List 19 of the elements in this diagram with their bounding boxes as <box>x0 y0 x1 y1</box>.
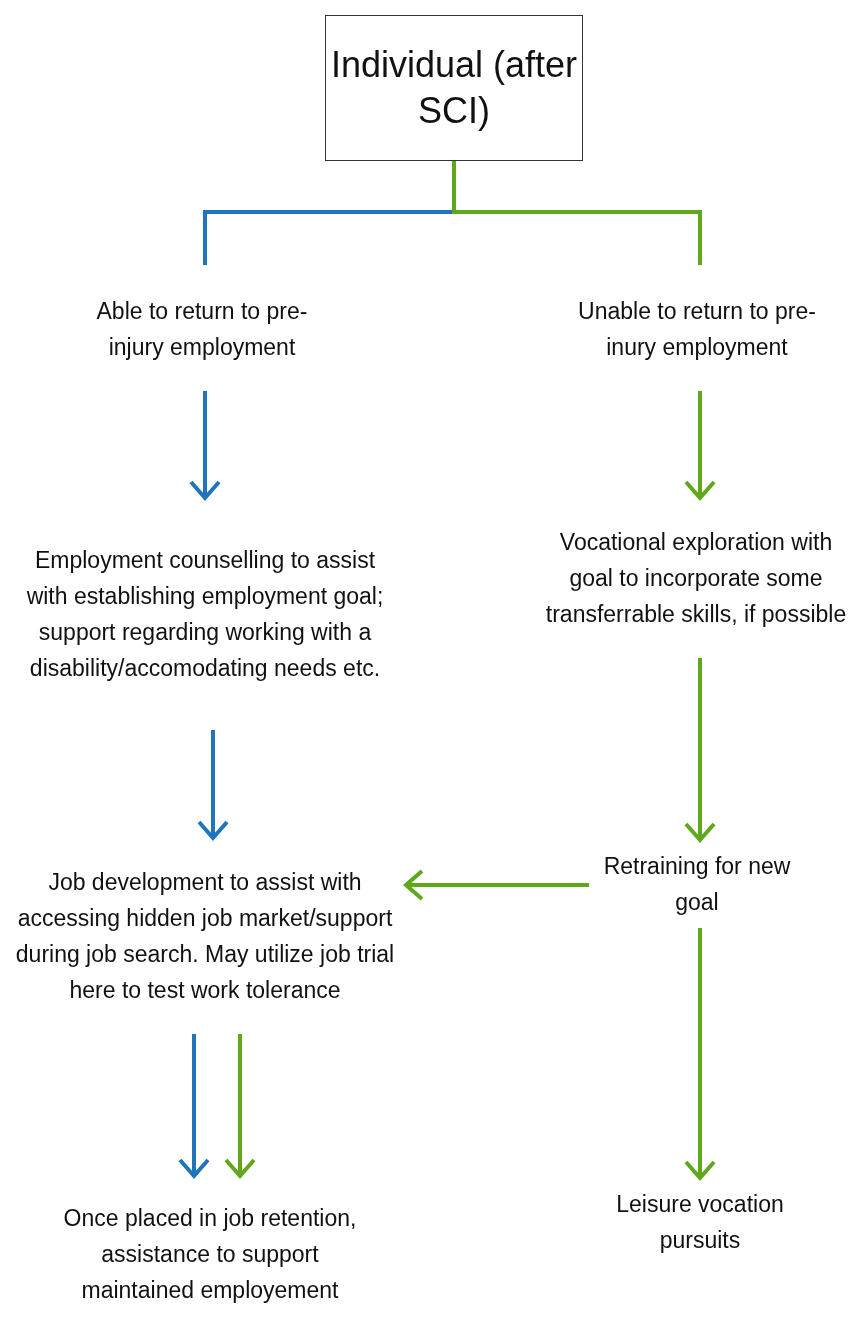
step-text: Vocational exploration with goal to incorporate some transferrable skills, if possible <box>544 528 848 629</box>
arrow <box>684 928 716 1180</box>
process-box <box>325 15 583 161</box>
step-text: Able to return to pre-injury employment <box>95 297 309 362</box>
arrow <box>197 730 229 840</box>
arrow <box>404 869 589 901</box>
connector-line <box>452 161 702 265</box>
arrow <box>224 1034 256 1178</box>
step-text: Employment counselling to assist with establishing employment goal; support regarding working with a disability/accomodating needs etc. <box>25 546 385 683</box>
step-text: Once placed in job retention, assistance to support maintained employement <box>62 1204 358 1305</box>
arrow <box>684 658 716 842</box>
step-text: Leisure vocation pursuits <box>615 1190 785 1255</box>
arrow <box>684 391 716 500</box>
step-text: Unable to return to pre-inury employment <box>577 297 817 362</box>
arrow <box>189 391 221 500</box>
arrow <box>178 1034 210 1178</box>
step-text: Job development to assist with accessing hidden job market/support during job search. May utilize job trial here to test work tolerance <box>14 868 396 1005</box>
step-text: Retraining for new goal <box>602 852 792 917</box>
box-label: Individual (after SCI) <box>329 43 579 133</box>
